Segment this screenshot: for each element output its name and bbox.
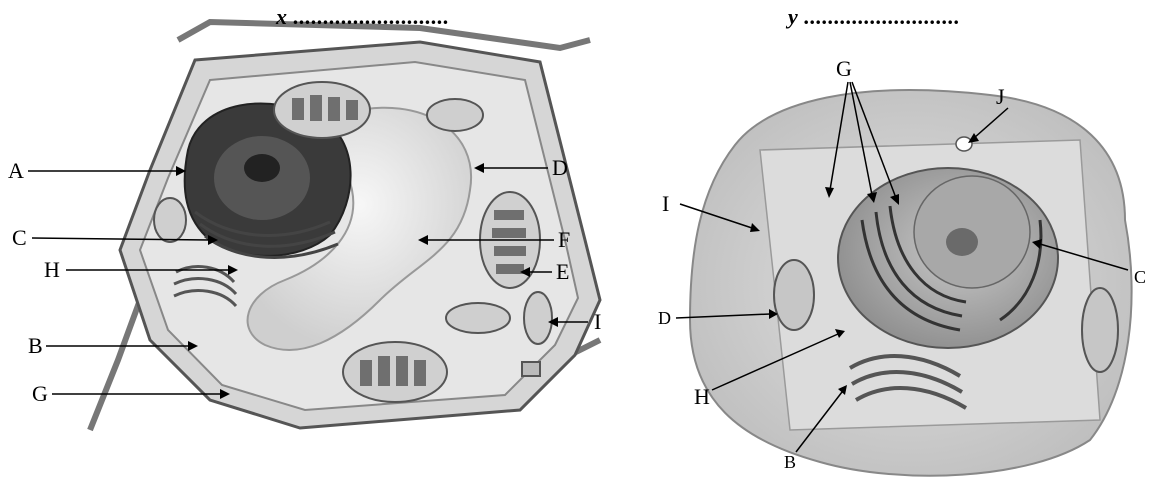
animal-label-i: I: [662, 193, 669, 215]
animal-label-h: H: [694, 386, 710, 408]
animal-label-c: C: [1134, 268, 1146, 286]
plant-label-d: D: [552, 157, 568, 179]
animal-label-j: J: [996, 86, 1005, 108]
animal-cell: [676, 82, 1132, 476]
plant-label-c: C: [12, 227, 27, 249]
animal-label-b: B: [784, 453, 796, 471]
plant-label-b: B: [28, 335, 43, 357]
animal-cell-title: y ..........................: [788, 4, 960, 30]
plant-label-i: I: [594, 311, 601, 333]
chloroplast-top: [274, 82, 370, 138]
plant-cell-title: x ..........................: [276, 4, 450, 30]
chloroplast-bottom: [343, 342, 447, 402]
plasmodesma: [522, 362, 540, 376]
animal-label-g: G: [836, 58, 852, 80]
plant-label-a: A: [8, 160, 24, 182]
plant-label-h: H: [44, 259, 60, 281]
animal-label-d: D: [658, 309, 671, 327]
plant-label-e: E: [556, 261, 569, 283]
plant-label-g: G: [32, 383, 48, 405]
vesicle: [956, 137, 972, 151]
plant-label-f: F: [558, 229, 570, 251]
plant-cell: [28, 22, 600, 430]
